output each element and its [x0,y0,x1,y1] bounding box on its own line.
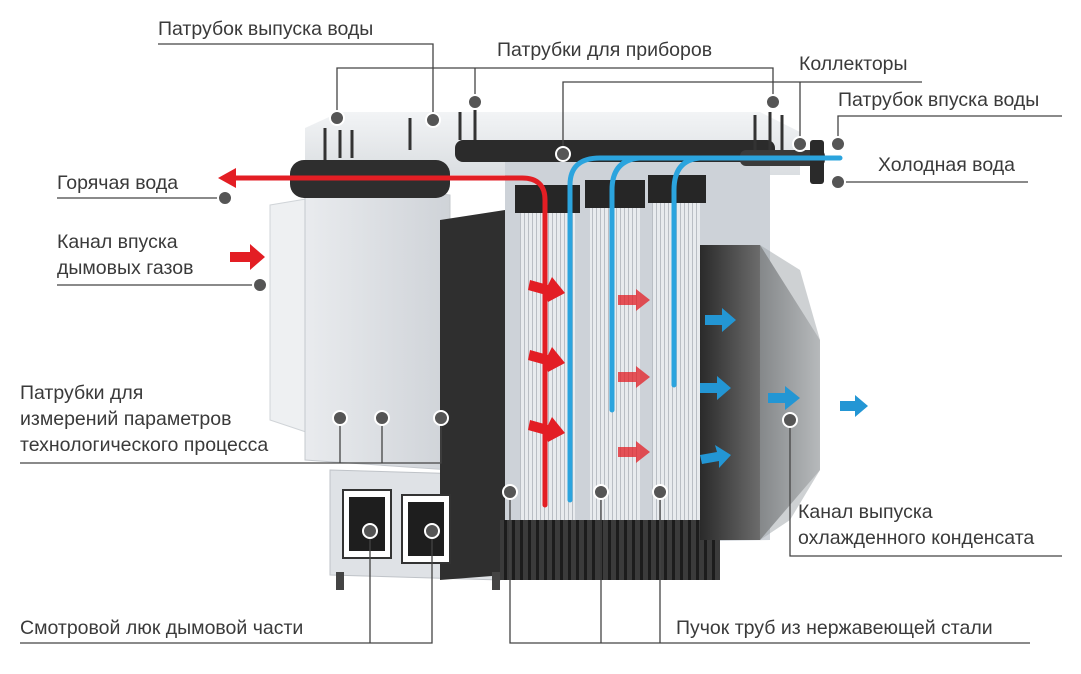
leader-collectors [562,81,922,154]
leg-left [336,572,344,590]
marker-inlet-nozzle [830,136,846,152]
marker-hatch-1 [362,523,378,539]
flue-arrow-3 [528,417,565,442]
leader-tubes [509,492,1030,644]
marker-collector-1 [555,146,571,162]
label-measure-3: технологического процесса [20,434,269,456]
marker-hot-water [217,190,233,206]
bottom-grate [500,520,720,580]
marker-outlet-nozzle [425,112,441,128]
label-inlet-nozzle: Патрубок впуска воды [838,89,1040,111]
cold-water-flow [567,155,843,503]
marker-measure-2 [374,410,390,426]
leader-hatch [20,531,433,644]
label-measure-2: измерений параметров [20,408,232,430]
marker-instrument-3 [765,94,781,110]
cool-arrow-outlet [840,395,868,417]
label-outlet-nozzle: Патрубок выпуска воды [158,18,374,40]
marker-tubes-1 [502,484,518,500]
label-condensate-2: охлажденного конденсата [798,527,1035,549]
bundle-cap-2 [585,180,645,208]
marker-collector-2 [792,136,808,152]
marker-tubes-3 [652,484,668,500]
leader-measure [20,422,442,464]
label-gas-inlet-1: Канал впуска [57,231,178,253]
label-hot-water: Горячая вода [57,172,179,194]
leader-condensate [789,420,1062,557]
inlet-flange [810,140,824,184]
front-wall [304,174,451,471]
cooled-gas-arrows [700,308,868,468]
leader-outlet-nozzle [158,43,434,120]
hot-water-flow [227,175,548,508]
flue-gas-arrows-hot [230,244,650,463]
marker-measure-1 [332,410,348,426]
label-collectors: Коллекторы [799,53,908,75]
marker-condensate [782,412,798,428]
label-condensate-1: Канал выпуска [798,501,933,523]
label-gas-inlet-2: дымовых газов [57,257,194,279]
side-channel [440,210,505,580]
marker-tubes-2 [593,484,609,500]
marker-hatch-2 [424,523,440,539]
marker-instrument-1 [329,110,345,126]
marker-gas-inlet [252,277,268,293]
top-nozzles [323,110,784,160]
label-measure-1: Патрубки для [20,382,144,404]
callout-markers [217,94,846,539]
flue-arrow-5 [618,366,650,388]
cool-arrow-1 [705,308,736,332]
flue-arrow-6 [618,441,650,463]
cool-arrow-3 [700,445,731,468]
flue-arrow-inlet [230,244,265,270]
label-instrument-nozzles: Патрубки для приборов [497,39,713,61]
marker-cold-water [830,174,846,190]
label-tube-bundle: Пучок труб из нержавеющей стали [676,617,993,639]
label-inspection-hatch: Смотровой люк дымовой части [20,617,304,639]
tube-bundle-2 [590,200,640,530]
marker-instrument-2 [467,94,483,110]
flue-arrow-1 [528,277,565,302]
leader-inlet-nozzle [837,115,1062,144]
hot-water-arrowhead [218,168,236,188]
leader-instruments [336,67,774,118]
flue-arrow-4 [618,289,650,311]
flue-arrow-2 [528,347,565,372]
leader-lines [20,43,1062,644]
leg-right [492,572,500,590]
cool-arrow-2 [700,376,731,400]
marker-measure-3 [433,410,449,426]
cool-arrow-4 [768,386,800,410]
label-cold-water: Холодная вода [878,154,1015,176]
